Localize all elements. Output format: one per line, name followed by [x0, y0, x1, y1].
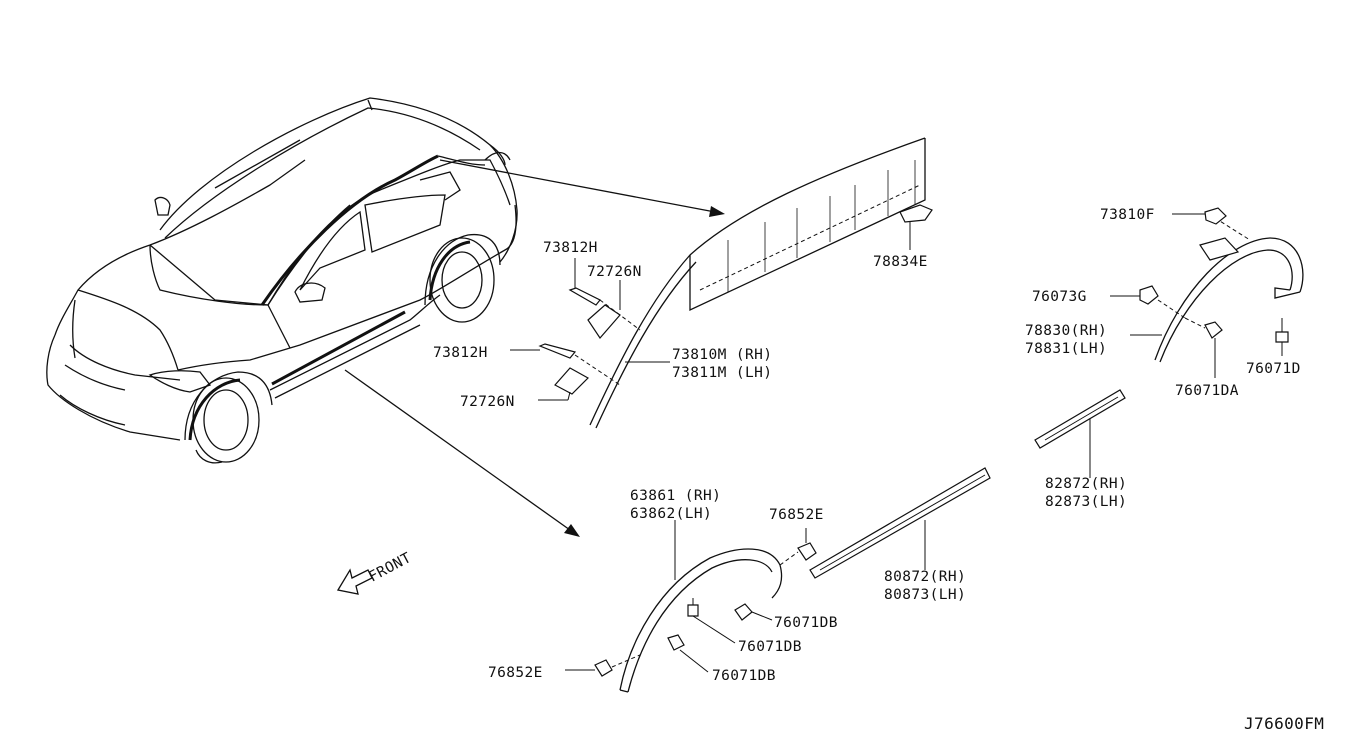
label-72726N-upper: 72726N [587, 264, 642, 280]
label-76071DB-right: 76071DB [774, 615, 838, 631]
rear-wheel-arch-assembly [1110, 207, 1304, 378]
label-82872: 82872(RH) [1045, 476, 1127, 492]
label-78830: 78830(RH) [1025, 323, 1107, 339]
vehicle-illustration [46, 97, 518, 464]
front-label: FRONT [366, 550, 414, 586]
front-direction-indicator: FRONT [336, 550, 414, 595]
label-72726N-lower: 72726N [460, 394, 515, 410]
label-76071D: 76071D [1246, 361, 1301, 377]
label-73810M: 73810M (RH) [672, 347, 772, 363]
label-76852E-lower: 76852E [488, 665, 543, 681]
label-76071DB-lower: 76071DB [712, 668, 776, 684]
label-73810F: 73810F [1100, 207, 1155, 223]
front-door-molding [809, 467, 991, 579]
label-80873: 80873(LH) [884, 587, 966, 603]
roof-molding-assembly [510, 137, 933, 429]
label-76852E-upper: 76852E [769, 507, 824, 523]
part-labels: 73812H 72726N 73812H 72726N 73810M (RH) … [433, 207, 1324, 733]
label-76071DA: 76071DA [1175, 383, 1239, 399]
label-82873: 82873(LH) [1045, 494, 1127, 510]
label-80872: 80872(RH) [884, 569, 966, 585]
callout-arrows [344, 159, 725, 537]
label-78831: 78831(LH) [1025, 341, 1107, 357]
label-73812H-lower: 73812H [433, 345, 488, 361]
front-wheel-arch-assembly [565, 520, 817, 693]
label-76071DB-middle: 76071DB [738, 639, 802, 655]
rear-door-molding [1034, 389, 1126, 478]
label-63861: 63861 (RH) [630, 488, 721, 504]
label-63862: 63862(LH) [630, 506, 712, 522]
label-76073G: 76073G [1032, 289, 1087, 305]
label-73811M: 73811M (LH) [672, 365, 772, 381]
diagram-code: J76600FM [1244, 714, 1324, 733]
label-73812H-upper: 73812H [543, 240, 598, 256]
label-78834E: 78834E [873, 254, 928, 270]
